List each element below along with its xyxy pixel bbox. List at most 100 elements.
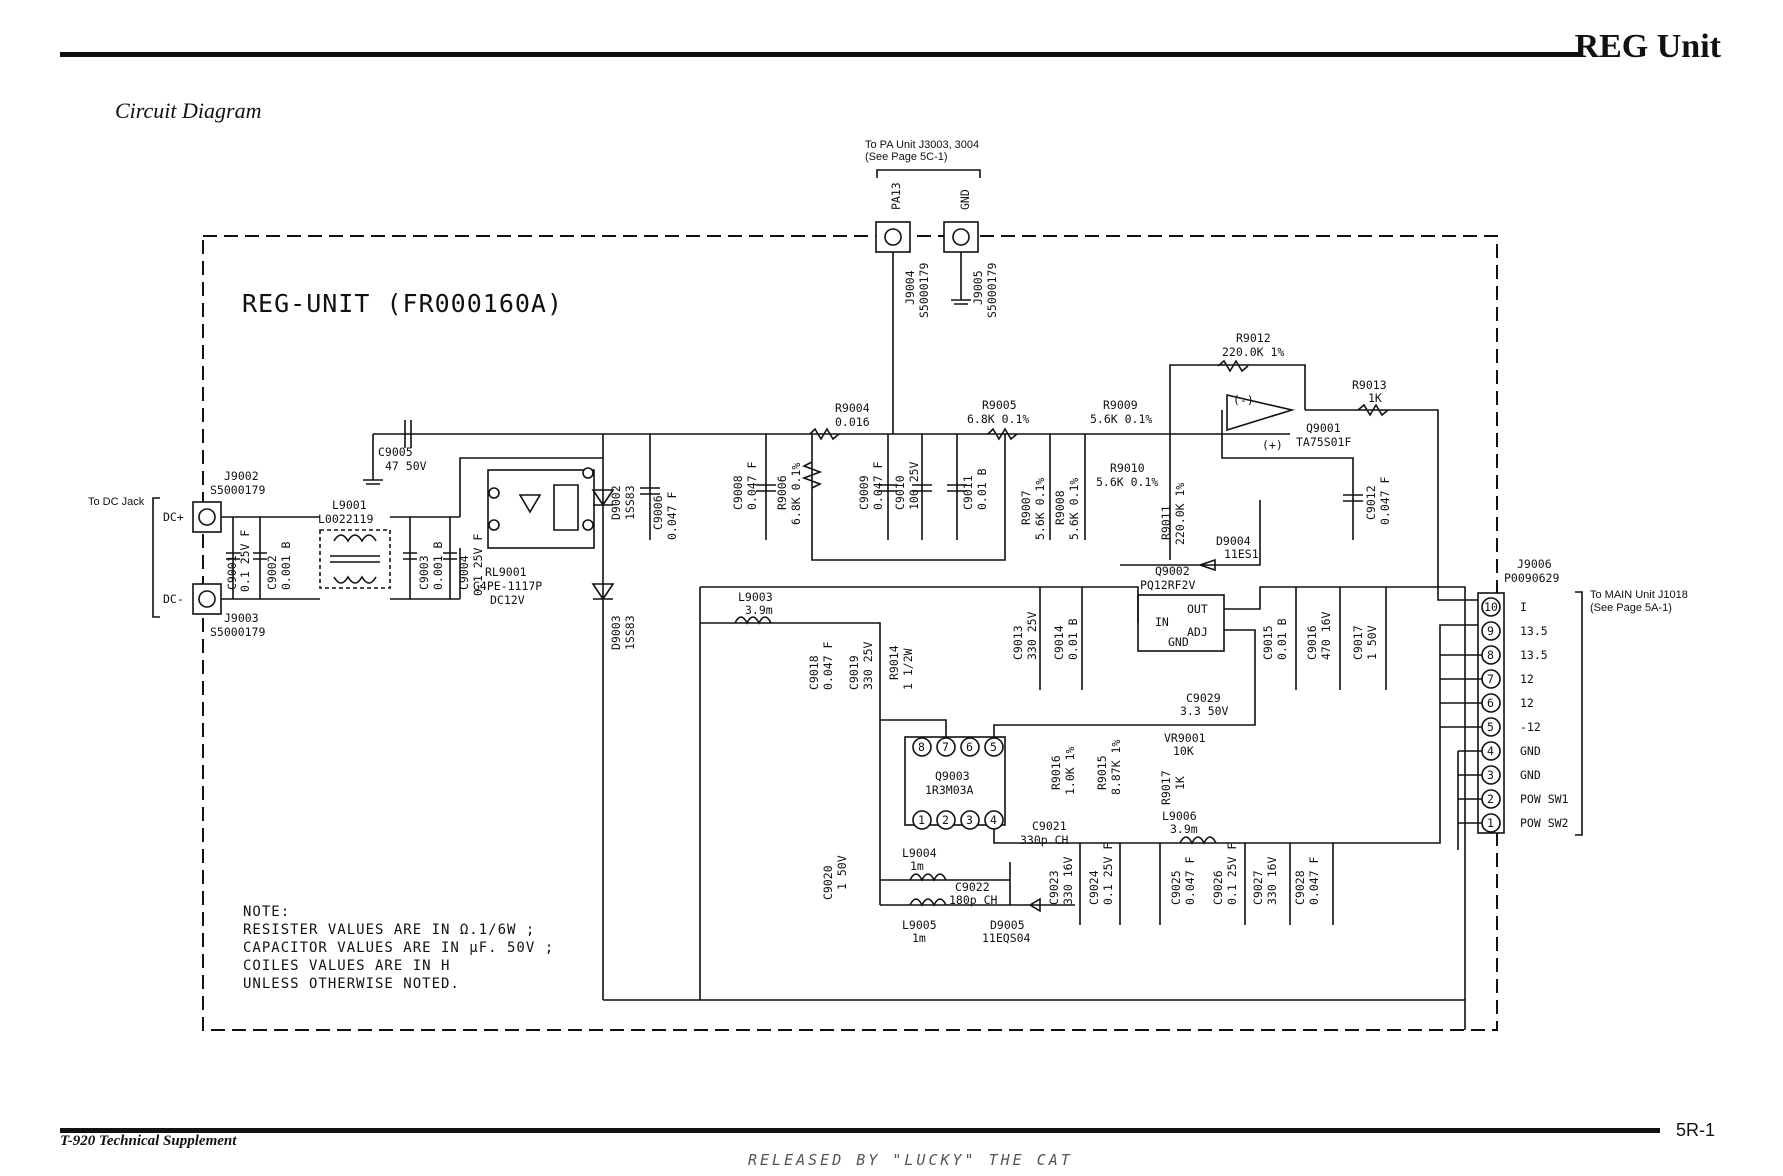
- section-title: Circuit Diagram: [115, 98, 262, 123]
- note-line-3: CAPACITOR VALUES ARE IN µF. 50V ;: [243, 940, 554, 956]
- c9008-ref: C9008: [731, 475, 745, 510]
- header-rule: [60, 52, 1580, 57]
- gnd-label: GND: [958, 189, 972, 210]
- pa13-label: PA13: [889, 182, 903, 210]
- r9007-val: 5.6K 0.1%: [1033, 478, 1047, 540]
- r9009-val: 5.6K 0.1%: [1090, 412, 1152, 426]
- svg-text:(+): (+): [1262, 438, 1283, 452]
- c9003-ref: C9003: [417, 555, 431, 590]
- c9025-ref: C9025: [1169, 870, 1183, 905]
- c9013-ref: C9013: [1011, 625, 1025, 660]
- svg-text:13.5: 13.5: [1520, 648, 1548, 662]
- svg-text:5: 5: [1487, 720, 1494, 734]
- footer-document-title: T-920 Technical Supplement: [60, 1133, 237, 1149]
- l9005-val: 1m: [912, 931, 926, 945]
- c9010-val: 100 25V: [907, 461, 921, 510]
- l9001-ref: L9001: [332, 498, 367, 512]
- notes-block: NOTE: RESISTER VALUES ARE IN Ω.1/6W ; CA…: [243, 904, 554, 992]
- q9002-regulator: [1137, 594, 1225, 652]
- q9002-val: PQ12RF2V: [1140, 578, 1195, 592]
- l9005-ref: L9005: [902, 918, 937, 932]
- c9026-ref: C9026: [1211, 870, 1225, 905]
- footer-rule: [60, 1128, 1660, 1133]
- r9012-ref: R9012: [1236, 331, 1271, 345]
- svg-text:12: 12: [1520, 672, 1534, 686]
- r9013-ref: R9013: [1352, 378, 1387, 392]
- c9028-val: 0.047 F: [1307, 856, 1321, 905]
- c9020-ref: C9020: [821, 865, 835, 900]
- c9002-ref: C9002: [265, 555, 279, 590]
- r9012-val: 220.0K 1%: [1222, 345, 1284, 359]
- c9015-val: 0.01 B: [1275, 618, 1289, 660]
- c9021-ref: C9021: [1032, 819, 1067, 833]
- board-title: REG-UNIT (FR000160A): [242, 289, 563, 318]
- r9007-ref: R9007: [1019, 490, 1033, 525]
- pa-note-1: To PA Unit J3003, 3004: [865, 139, 979, 151]
- j9002-ref: J9002: [224, 469, 259, 483]
- r9006-ref: R9006: [775, 475, 789, 510]
- c9003-val: 0.001 B: [431, 541, 445, 590]
- c9025-val: 0.047 F: [1183, 856, 1197, 905]
- svg-text:OUT: OUT: [1187, 602, 1208, 616]
- c9011-ref: C9011: [961, 475, 975, 510]
- r9015-ref: R9015: [1095, 755, 1109, 790]
- c9029-ref: C9029: [1186, 691, 1221, 705]
- c9001-val: 0.1 25V F: [238, 530, 252, 592]
- c9014-val: 0.01 B: [1066, 618, 1080, 660]
- note-line-5: UNLESS OTHERWISE NOTED.: [243, 976, 460, 992]
- r9016-ref: R9016: [1049, 755, 1063, 790]
- q9003-top-pins: 8 7 6 5: [912, 737, 1004, 757]
- svg-text:IN: IN: [1155, 615, 1169, 629]
- note-line-2: RESISTER VALUES ARE IN Ω.1/6W ;: [243, 922, 535, 938]
- c9005-ref: C9005: [378, 445, 413, 459]
- r9015-val: 8.87K 1%: [1109, 740, 1123, 795]
- r9014-ref: R9014: [887, 645, 901, 680]
- l9001-choke: [319, 529, 391, 589]
- c9012-ref: C9012: [1364, 485, 1378, 520]
- svg-text:7: 7: [942, 740, 949, 754]
- r9008-val: 5.6K 0.1%: [1067, 478, 1081, 540]
- r9011-val: 220.0K 1%: [1173, 483, 1187, 545]
- r9010-ref: R9010: [1110, 461, 1145, 475]
- svg-text:POW SW2: POW SW2: [1520, 816, 1568, 830]
- svg-text:4: 4: [1487, 744, 1494, 758]
- l9003-val: 3.9m: [745, 603, 773, 617]
- c9019-ref: C9019: [847, 655, 861, 690]
- board-outline: [202, 235, 1498, 1031]
- svg-text:13.5: 13.5: [1520, 624, 1548, 638]
- j9002-part: S5000179: [210, 483, 265, 497]
- svg-text:-12: -12: [1520, 720, 1541, 734]
- release-credit: RELEASED BY "LUCKY" THE CAT: [748, 1151, 1073, 1169]
- c9001-ref: C9001: [225, 555, 239, 590]
- c9020-val: 1 50V: [835, 855, 849, 890]
- q9003-bottom-pins: 1 2 3 4: [912, 810, 1004, 830]
- r9016-val: 1.0K 1%: [1063, 746, 1077, 795]
- main-note-1: To MAIN Unit J1018: [1590, 589, 1688, 601]
- c9010-ref: C9010: [893, 475, 907, 510]
- q9001-ref: Q9001: [1306, 421, 1341, 435]
- svg-text:POW SW1: POW SW1: [1520, 792, 1569, 806]
- svg-text:5: 5: [990, 740, 997, 754]
- svg-text:1: 1: [1487, 816, 1494, 830]
- d9005-ref: D9005: [990, 918, 1025, 932]
- main-note-2: (See Page 5A-1): [1590, 602, 1672, 614]
- page-number: 5R-1: [1675, 1120, 1715, 1140]
- c9013-val: 330 25V: [1025, 611, 1039, 660]
- svg-text:2: 2: [1487, 792, 1494, 806]
- vr9001-ref: VR9001: [1164, 731, 1206, 745]
- c9023-val: 330 16V: [1061, 856, 1075, 905]
- svg-text:6: 6: [1487, 696, 1494, 710]
- svg-text:GND: GND: [1520, 768, 1541, 782]
- svg-text:8: 8: [1487, 648, 1494, 662]
- r9006-val: 6.8K 0.1%: [789, 463, 803, 525]
- d9004-val: 11ES1: [1224, 547, 1259, 561]
- j9006-part: P0090629: [1504, 571, 1559, 585]
- c9006-val: 0.047 F: [665, 491, 679, 540]
- r9010-val: 5.6K 0.1%: [1096, 475, 1158, 489]
- svg-text:4: 4: [990, 813, 997, 827]
- c9017-ref: C9017: [1351, 625, 1365, 660]
- l9001-part: L0022119: [318, 512, 373, 526]
- rl9001-coil: DC12V: [490, 593, 525, 607]
- c9027-val: 330 16V: [1265, 856, 1279, 905]
